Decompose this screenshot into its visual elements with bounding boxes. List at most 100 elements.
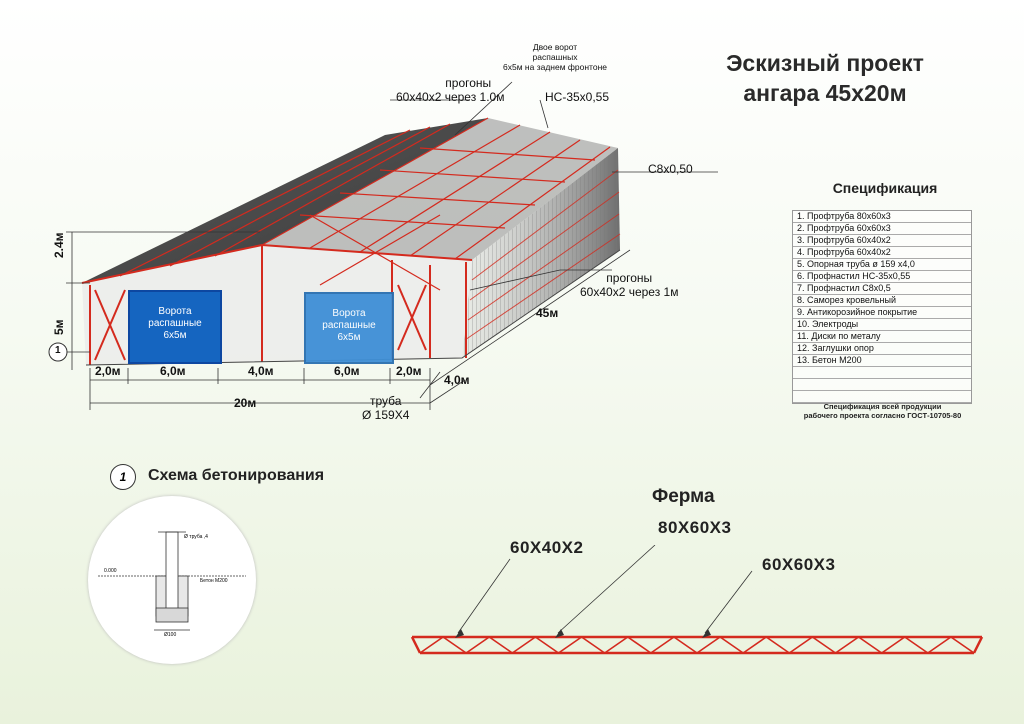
truss-diagonal xyxy=(488,636,513,654)
truss-diagonal xyxy=(511,636,536,654)
truss-diagonal xyxy=(696,636,721,654)
spec-row xyxy=(793,379,971,391)
rear-gates-line-3: 6х5м на заднем фронтоне xyxy=(503,62,607,72)
dim-seg-3: 4,0м xyxy=(248,364,274,378)
spec-note: Спецификация всей продукции рабочего про… xyxy=(790,402,975,420)
truss-diagonal xyxy=(765,636,790,654)
gate-left: Ворота распашные 6х5м xyxy=(128,290,222,364)
purlins-top-line-2: 60х40х2 через 1.0м xyxy=(396,90,505,104)
concrete-number: 1 xyxy=(119,470,127,484)
truss-diagonal xyxy=(858,636,883,654)
title-line-1: Эскизный проект xyxy=(726,50,924,76)
dim-seg-1: 2,0м xyxy=(95,364,121,378)
truss-label-2: 80Х60Х3 xyxy=(658,518,732,537)
truss-diagonal xyxy=(534,636,559,654)
spec-row: 1. Профтруба 80х60х3 xyxy=(793,211,971,223)
truss-diagonal xyxy=(719,636,744,654)
truss-web xyxy=(419,636,975,654)
spec-row: 4. Профтруба 60х40х2 xyxy=(793,247,971,259)
truss-diagonal xyxy=(419,636,444,654)
truss-diagonal xyxy=(442,636,467,654)
concrete-label-level: 0.000 xyxy=(104,568,117,574)
dim-depth: 4,0м xyxy=(444,373,470,387)
truss-diagonal xyxy=(558,636,583,654)
truss-diagonal xyxy=(835,636,860,654)
dimension-lines xyxy=(66,231,631,410)
concrete-label-diameter: Ø100 xyxy=(164,632,176,638)
callout-number: 1 xyxy=(55,345,61,356)
concrete-detail-drawing: Ø труба ,4 0.000 Бетон М200 Ø100 xyxy=(98,531,246,638)
roof-frames xyxy=(119,117,611,291)
truss-label-3: 60Х60Х3 xyxy=(762,555,836,574)
rear-gates-note: Двое ворот распашных 6х5м на заднем фрон… xyxy=(500,42,610,72)
truss-arrows xyxy=(455,629,711,638)
spec-row: 10. Электроды xyxy=(793,319,971,331)
truss-diagonal xyxy=(465,636,490,654)
spec-row: 2. Профтруба 60х60х3 xyxy=(793,223,971,235)
truss-diagonal xyxy=(881,636,906,654)
truss-diagonal xyxy=(811,636,836,654)
pipe-line-1: труба xyxy=(369,394,402,408)
spec-row: 5. Опорная труба ø 159 х4,0 xyxy=(793,259,971,271)
truss-diagonal xyxy=(788,636,813,654)
purlins-side-line-2: 60х40х2 через 1м xyxy=(580,285,679,299)
purlins-side-line-1: прогоны xyxy=(606,271,653,285)
dim-length: 45м xyxy=(536,306,559,320)
pipe-line-2: Ø 159Х4 xyxy=(362,408,410,422)
gate-left-line-2: распашные xyxy=(148,318,202,329)
spec-note-line-2: рабочего проекта согласно ГОСТ-10705-80 xyxy=(803,411,962,420)
truss-diagonal xyxy=(904,636,929,654)
dim-width: 20м xyxy=(234,396,257,410)
pipe-note: труба Ø 159Х4 xyxy=(362,394,409,422)
gate-right-line-1: Ворота xyxy=(332,308,366,319)
dim-seg-2: 6,0м xyxy=(160,364,186,378)
spec-row: 8. Саморез кровельный xyxy=(793,295,971,307)
spec-row: 7. Профнастил С8х0,5 xyxy=(793,283,971,295)
truss-diagonal xyxy=(581,636,606,654)
truss-diagonal xyxy=(650,636,675,654)
spec-row: 9. Антикорозийное покрытие xyxy=(793,307,971,319)
spec-note-line-1: Спецификация всей продукции xyxy=(823,402,942,411)
dim-seg-4: 6,0м xyxy=(334,364,360,378)
truss-diagonal xyxy=(604,636,629,654)
concrete-title: Схема бетонирования xyxy=(148,467,325,484)
gate-right: Ворота распашные 6х5м xyxy=(304,292,394,364)
spec-row: 13. Бетон М200 xyxy=(793,355,971,367)
callout-circle-1 xyxy=(48,342,68,362)
truss-label-1: 60Х40Х2 xyxy=(510,538,584,557)
spec-title: Спецификация xyxy=(832,180,938,196)
truss-chords xyxy=(410,635,984,655)
wall-sheet-label: С8х0,50 xyxy=(648,162,693,176)
concrete-detail-circle: Ø труба ,4 0.000 Бетон М200 Ø100 xyxy=(88,496,256,664)
purlins-top-line-1: прогоны xyxy=(445,76,492,90)
purlins-side-note: прогоны 60х40х2 через 1м xyxy=(580,271,678,299)
dim-height-wall: 5м xyxy=(52,319,66,335)
truss-title: Ферма xyxy=(652,486,715,507)
rear-gates-line-2: распашных xyxy=(532,52,578,62)
dim-height-roof: 2.4м xyxy=(52,232,66,258)
spec-row: 12. Заглушки опор xyxy=(793,343,971,355)
gate-right-line-3: 6х5м xyxy=(337,332,361,343)
rear-gates-line-1: Двое ворот xyxy=(532,42,578,52)
truss-diagonal xyxy=(673,636,698,654)
truss-diagonal xyxy=(627,636,652,654)
dim-seg-5: 2,0м xyxy=(396,364,422,378)
gate-right-line-2: распашные xyxy=(322,320,376,331)
spec-row xyxy=(793,391,971,403)
truss-diagonal xyxy=(927,636,952,654)
page-title: Эскизный проект ангара 45х20м xyxy=(690,48,960,108)
truss-diagonal xyxy=(950,636,975,654)
side-wall-corrugation xyxy=(462,148,620,358)
roof-sheet-label: НС-35х0,55 xyxy=(545,90,610,104)
truss-diagonal xyxy=(742,636,767,654)
purlins-top-note: прогоны 60х40х2 через 1.0м xyxy=(396,76,504,104)
gate-left-line-3: 6х5м xyxy=(163,330,187,341)
spec-row: 6. Профнастил НС-35х0,55 xyxy=(793,271,971,283)
title-line-2: ангара 45х20м xyxy=(743,80,907,106)
truss-drawing xyxy=(410,545,984,655)
spec-row xyxy=(793,367,971,379)
concrete-number-circle: 1 xyxy=(110,464,136,490)
concrete-label-concrete: Бетон М200 xyxy=(200,578,228,584)
leader-lines xyxy=(65,81,718,399)
